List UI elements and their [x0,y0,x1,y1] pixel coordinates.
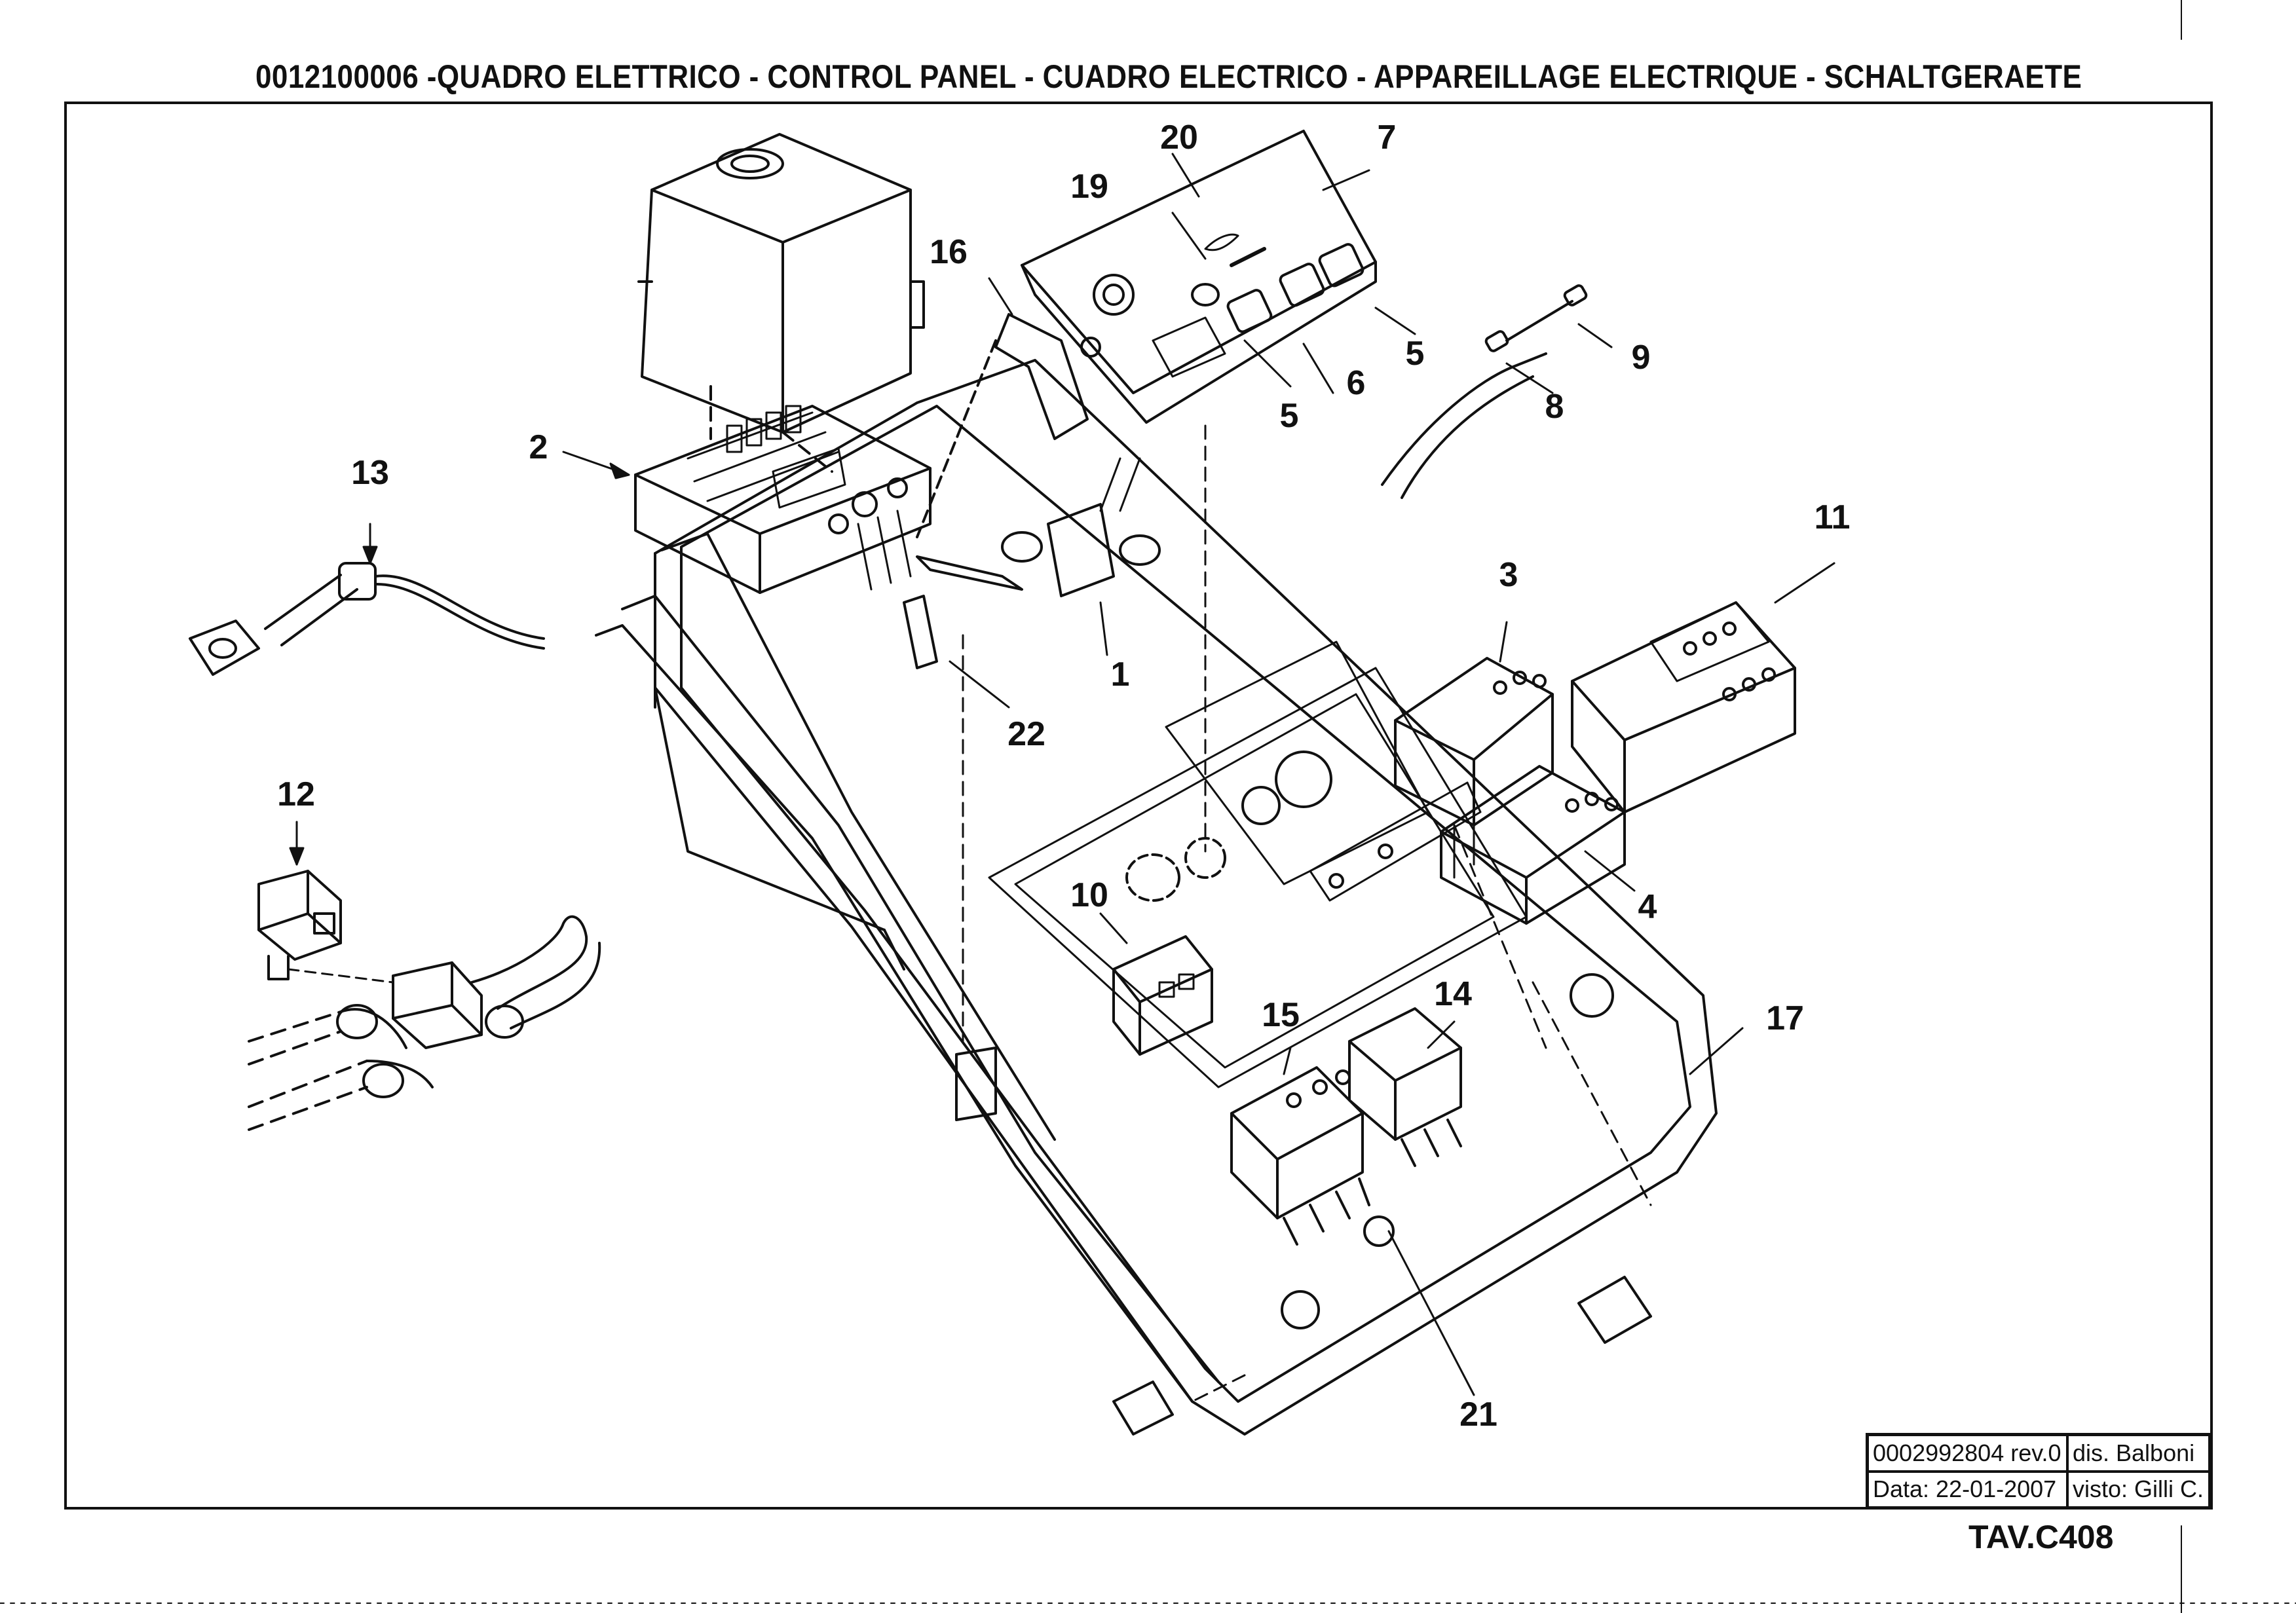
solenoid-12 [248,870,601,1131]
transformer [637,133,925,473]
callout-5-left: 5 [1279,397,1299,435]
cable-glands [955,973,1652,1436]
callout-5-right: 5 [1405,335,1425,373]
terminal-15 [1230,1066,1370,1246]
checked-by: visto: Gilli C. [2067,1471,2210,1508]
callout-13: 13 [351,454,389,492]
contactor-3 [1394,657,1554,826]
connectors-22-1 [857,457,1161,669]
probes-8-9 [1381,284,1588,499]
mounting-plate [988,640,1528,1088]
contactor-11 [1571,601,1796,813]
enclosure-17 [595,359,1718,1436]
callout-11: 11 [1814,498,1851,536]
callout-7: 7 [1377,119,1397,157]
leader-arrows [289,153,1835,1396]
callout-1: 1 [1110,656,1130,694]
callout-22: 22 [1007,715,1045,753]
contactor-4 [1440,765,1626,925]
callout-9: 9 [1631,339,1651,377]
callout-16: 16 [930,233,968,271]
terminal-14 [1348,1007,1462,1167]
callout-8: 8 [1545,388,1564,426]
table-code: TAV.C408 [1968,1519,2114,1555]
relay-10 [1112,837,1226,1056]
callout-3: 3 [1499,556,1518,594]
drawn-by: dis. Balboni [2067,1435,2210,1472]
drawing-frame [64,102,2213,1510]
drawing-date: Data: 22-01-2007 [1868,1471,2067,1508]
callout-20: 20 [1160,119,1198,157]
callout-6: 6 [1346,364,1366,402]
callout-15: 15 [1262,996,1300,1034]
callout-21: 21 [1459,1396,1497,1434]
bracket-16 [916,313,1089,538]
callout-12: 12 [277,775,315,813]
callout-14: 14 [1434,975,1472,1013]
callout-19: 19 [1070,168,1108,206]
control-plate-7 [1021,130,1377,424]
probe-13 [189,562,545,676]
title-block: 0002992804 rev.0 dis. Balboni Data: 22-0… [1866,1433,2211,1510]
callout-4: 4 [1638,888,1657,926]
callout-10: 10 [1070,876,1108,914]
drawing-number: 0002992804 rev.0 [1868,1435,2067,1472]
sheet-title: 0012100006 -QUADRO ELETTRICO - CONTROL P… [255,58,2082,95]
callout-17: 17 [1766,999,1804,1037]
assembly-lines [962,424,1652,1403]
callout-2: 2 [529,428,548,466]
